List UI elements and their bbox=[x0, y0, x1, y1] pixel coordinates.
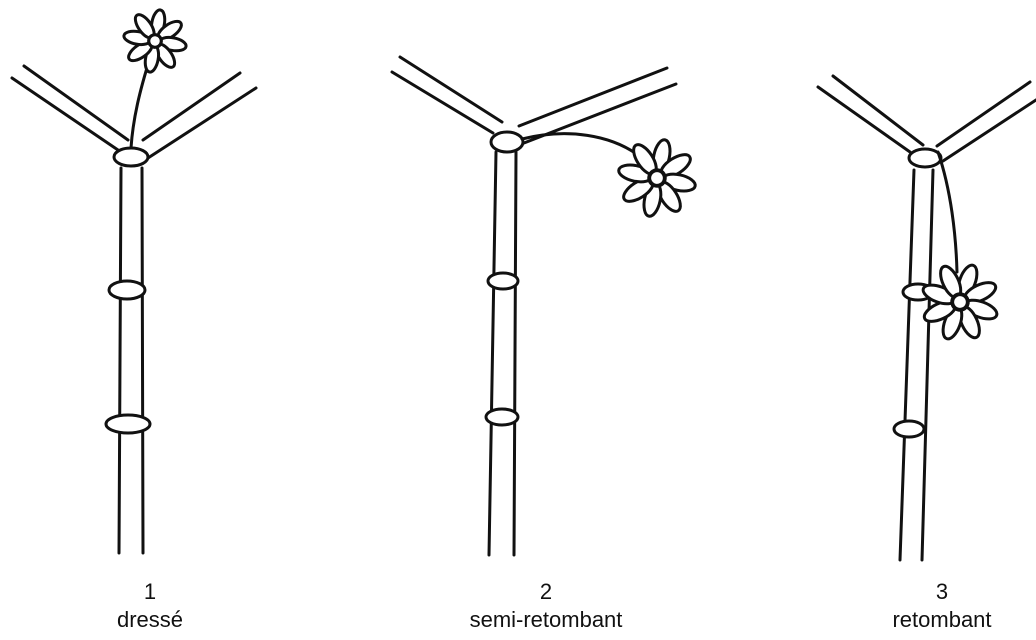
figure-2-top-node bbox=[491, 132, 523, 152]
figure-2-right-branch bbox=[519, 68, 676, 143]
figure-3-top-node bbox=[909, 149, 941, 167]
caption-3-label: retombant bbox=[822, 606, 1036, 634]
caption-2-number: 2 bbox=[426, 578, 666, 606]
figure-2-node bbox=[486, 409, 518, 425]
caption-3: 3 retombant bbox=[822, 578, 1036, 634]
figure-3-node bbox=[894, 421, 924, 437]
caption-1: 1 dressé bbox=[30, 578, 270, 634]
figure-1-drawing bbox=[12, 5, 256, 553]
caption-1-label: dressé bbox=[30, 606, 270, 634]
figure-2-stem bbox=[489, 152, 516, 555]
figure-3-flower-stalk bbox=[938, 152, 957, 272]
figure-1-node bbox=[106, 415, 150, 433]
figure-3-flower-icon bbox=[910, 252, 1010, 352]
caption-2-label: semi-retombant bbox=[426, 606, 666, 634]
caption-2: 2 semi-retombant bbox=[426, 578, 666, 634]
figure-3-stem bbox=[900, 170, 933, 560]
figure-2-drawing bbox=[392, 57, 703, 555]
figure-1-left-branch bbox=[12, 66, 128, 150]
figure-1-top-node bbox=[114, 148, 148, 166]
figure-1-stem bbox=[119, 168, 143, 553]
figure-3-left-branch bbox=[818, 76, 923, 152]
caption-1-number: 1 bbox=[30, 578, 270, 606]
figure-3-drawing bbox=[818, 76, 1036, 560]
figure-3-right-branch bbox=[937, 82, 1036, 161]
caption-3-number: 3 bbox=[822, 578, 1036, 606]
figure-1-right-branch bbox=[143, 73, 256, 158]
figure-1-flower-icon bbox=[119, 5, 192, 78]
figure-2-left-branch bbox=[392, 57, 502, 133]
figure-1-node bbox=[109, 281, 145, 299]
figure-2-node bbox=[488, 273, 518, 289]
